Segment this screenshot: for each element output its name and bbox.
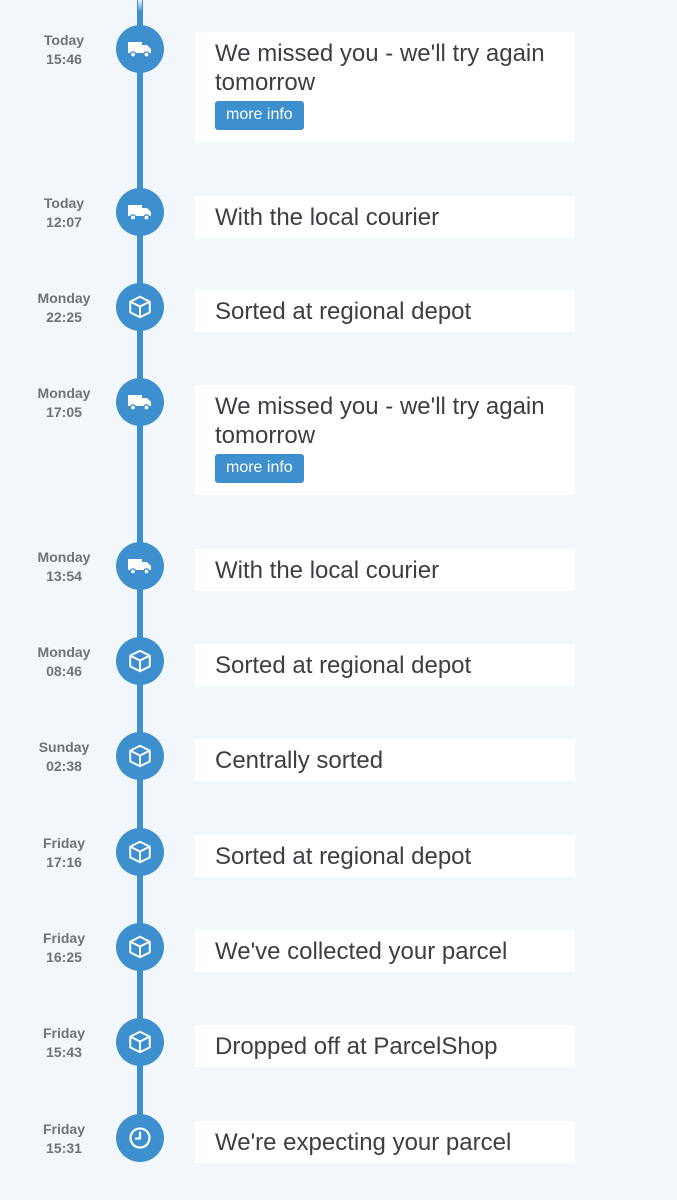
event-timestamp: Monday 17:05 — [14, 384, 114, 422]
event-status: Dropped off at ParcelShop — [215, 1033, 498, 1060]
event-day: Monday — [37, 644, 91, 660]
event-card: With the local courier — [195, 549, 575, 591]
package-icon — [116, 732, 164, 780]
truck-icon — [116, 188, 164, 236]
event-status: Centrally sorted — [215, 747, 384, 774]
event-card: Centrally sorted — [195, 739, 575, 781]
event-status: With the local courier — [215, 557, 440, 584]
clock-icon — [116, 1114, 164, 1162]
package-icon — [116, 923, 164, 971]
event-day: Monday — [37, 549, 91, 565]
event-day: Sunday — [38, 739, 90, 755]
package-icon — [116, 283, 164, 331]
event-status: We missed you - we'll try again tomorrow — [215, 393, 545, 449]
event-day: Monday — [37, 385, 91, 401]
more-info-button[interactable]: more info — [215, 454, 304, 483]
event-card: We've collected your parcel — [195, 930, 575, 972]
event-time: 17:05 — [46, 404, 82, 420]
event-status: We're expecting your parcel — [215, 1129, 512, 1156]
event-time: 17:16 — [46, 854, 82, 870]
event-day: Friday — [42, 1121, 85, 1137]
event-status: We've collected your parcel — [215, 938, 508, 965]
event-timestamp: Friday 16:25 — [14, 929, 114, 967]
package-icon — [116, 1018, 164, 1066]
truck-icon — [116, 542, 164, 590]
event-status: Sorted at regional depot — [215, 652, 472, 679]
event-card: Dropped off at ParcelShop — [195, 1025, 575, 1067]
event-card: Sorted at regional depot — [195, 835, 575, 877]
event-time: 16:25 — [46, 949, 82, 965]
event-status: With the local courier — [215, 204, 440, 231]
event-time: 15:43 — [46, 1044, 82, 1060]
event-timestamp: Today 12:07 — [14, 194, 114, 232]
event-timestamp: Friday 17:16 — [14, 834, 114, 872]
package-icon — [116, 828, 164, 876]
event-card: Sorted at regional depot — [195, 290, 575, 332]
event-time: 15:31 — [46, 1140, 82, 1156]
event-timestamp: Monday 22:25 — [14, 289, 114, 327]
event-time: 12:07 — [46, 214, 82, 230]
event-day: Today — [43, 32, 85, 48]
truck-icon — [116, 25, 164, 73]
event-time: 13:54 — [46, 568, 82, 584]
event-timestamp: Monday 08:46 — [14, 643, 114, 681]
event-time: 22:25 — [46, 309, 82, 325]
event-card: We're expecting your parcel — [195, 1121, 575, 1163]
more-info-button[interactable]: more info — [215, 101, 304, 130]
event-time: 15:46 — [46, 51, 82, 67]
event-timestamp: Monday 13:54 — [14, 548, 114, 586]
event-timestamp: Today 15:46 — [14, 31, 114, 69]
event-card: We missed you - we'll try again tomorrow… — [195, 385, 575, 495]
truck-icon — [116, 378, 164, 426]
event-day: Friday — [42, 1025, 85, 1041]
event-timestamp: Friday 15:43 — [14, 1024, 114, 1062]
event-timestamp: Sunday 02:38 — [14, 738, 114, 776]
event-card: Sorted at regional depot — [195, 644, 575, 686]
event-status: Sorted at regional depot — [215, 298, 472, 325]
event-card: With the local courier — [195, 196, 575, 238]
event-card: We missed you - we'll try again tomorrow… — [195, 32, 575, 142]
event-status: Sorted at regional depot — [215, 843, 472, 870]
event-time: 08:46 — [46, 663, 82, 679]
event-day: Monday — [37, 290, 91, 306]
package-icon — [116, 637, 164, 685]
event-timestamp: Friday 15:31 — [14, 1120, 114, 1158]
event-day: Friday — [42, 930, 85, 946]
timeline-track-fade — [138, 0, 142, 12]
event-status: We missed you - we'll try again tomorrow — [215, 40, 545, 96]
event-time: 02:38 — [46, 758, 82, 774]
event-day: Today — [43, 195, 85, 211]
event-day: Friday — [42, 835, 85, 851]
